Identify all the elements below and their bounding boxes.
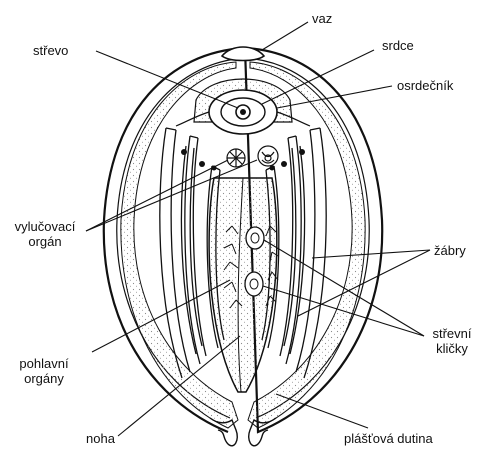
leader-plastova: [276, 394, 368, 428]
intestine-lumen: [240, 109, 246, 115]
label-noha: noha: [86, 431, 115, 446]
label-pohlavni-organy: pohlavní orgány: [2, 356, 86, 386]
label-strevni-line2: kličky: [418, 341, 486, 356]
label-vylucovaci-organ: vylučovací orgán: [0, 219, 90, 249]
label-plastova-dutina: plášťová dutina: [344, 431, 433, 446]
label-strevo: střevo: [33, 43, 68, 58]
excretory-organ-left: [227, 149, 245, 167]
leader-zabry-1: [312, 250, 430, 258]
leader-vaz: [262, 22, 308, 50]
excretory-organ-right: [258, 146, 278, 166]
intestinal-loop-upper: [246, 227, 264, 249]
label-pohlavni-line1: pohlavní: [2, 356, 86, 371]
label-vylucovaci-line2: orgán: [0, 234, 90, 249]
label-osrdecnik: osrdečník: [397, 78, 453, 93]
label-pohlavni-line2: orgány: [2, 371, 86, 386]
label-zabry: žábry: [434, 243, 466, 258]
label-srdce: srdce: [382, 38, 414, 53]
intestinal-loop-lower: [245, 272, 263, 296]
label-strevni-klicky: střevní kličky: [418, 326, 486, 356]
label-vaz: vaz: [312, 11, 332, 26]
label-strevni-line1: střevní: [418, 326, 486, 341]
label-vylucovaci-line1: vylučovací: [0, 219, 90, 234]
